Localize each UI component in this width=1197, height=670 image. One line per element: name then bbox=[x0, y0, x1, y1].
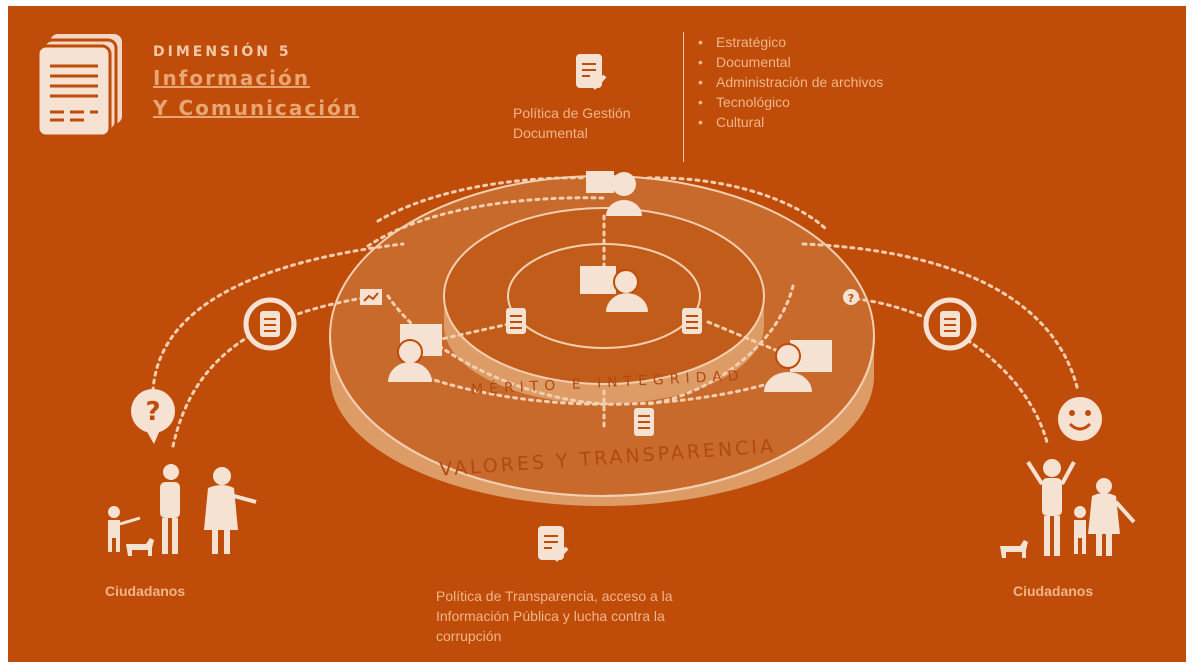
dimension-title-line1: Información bbox=[153, 66, 311, 90]
list-item: •Documental bbox=[698, 54, 791, 70]
chart-icon-small bbox=[360, 289, 382, 305]
politica-transparencia-label: Política de Transparencia, acceso a la I… bbox=[436, 588, 673, 644]
computer-user-icon-left bbox=[388, 324, 442, 382]
diagram-canvas: ? ? bbox=[8, 6, 1186, 662]
computer-user-icon-center bbox=[580, 266, 648, 312]
divider bbox=[683, 32, 684, 162]
smiley-icon bbox=[1058, 397, 1102, 441]
dimension-title-line2: Y Comunicación bbox=[153, 96, 360, 120]
ciudadanos-right-label: Ciudadanos bbox=[1013, 583, 1094, 599]
list-item: •Administración de archivos bbox=[698, 74, 884, 90]
document-check-icon-bottom bbox=[538, 526, 569, 562]
dimension-label: DIMENSIÓN 5 bbox=[153, 44, 292, 60]
documents-stack-icon bbox=[36, 34, 122, 138]
dotted-connections bbox=[151, 176, 1080, 448]
form-icon-inner-left bbox=[506, 308, 526, 334]
inner-ring bbox=[443, 207, 765, 404]
svg-text:?: ? bbox=[848, 292, 854, 305]
list-item: •Estratégico bbox=[698, 34, 787, 50]
ciudadanos-left-label: Ciudadanos bbox=[105, 583, 186, 599]
question-icon-small: ? bbox=[843, 289, 859, 305]
list-item: •Cultural bbox=[698, 114, 765, 130]
diagram-graphics: ? ? bbox=[36, 34, 1136, 562]
computer-user-icon-top bbox=[586, 171, 642, 216]
svg-text:?: ? bbox=[145, 397, 160, 427]
politica-gestion-list: •Estratégico •Documental •Administración… bbox=[698, 32, 883, 132]
form-circle-icon-left bbox=[243, 297, 297, 351]
form-icon-inner-right bbox=[682, 308, 702, 334]
document-check-icon bbox=[576, 54, 607, 90]
form-icon-outer bbox=[634, 408, 654, 436]
computer-user-icon-right bbox=[764, 340, 832, 392]
family-icon-right bbox=[1000, 459, 1136, 558]
politica-gestion-label: Política de Gestión Documental bbox=[513, 105, 631, 141]
question-bubble-icon: ? bbox=[131, 389, 175, 444]
family-icon-left bbox=[108, 464, 257, 556]
list-item: •Tecnológico bbox=[698, 94, 790, 110]
form-circle-icon-right bbox=[923, 297, 977, 351]
